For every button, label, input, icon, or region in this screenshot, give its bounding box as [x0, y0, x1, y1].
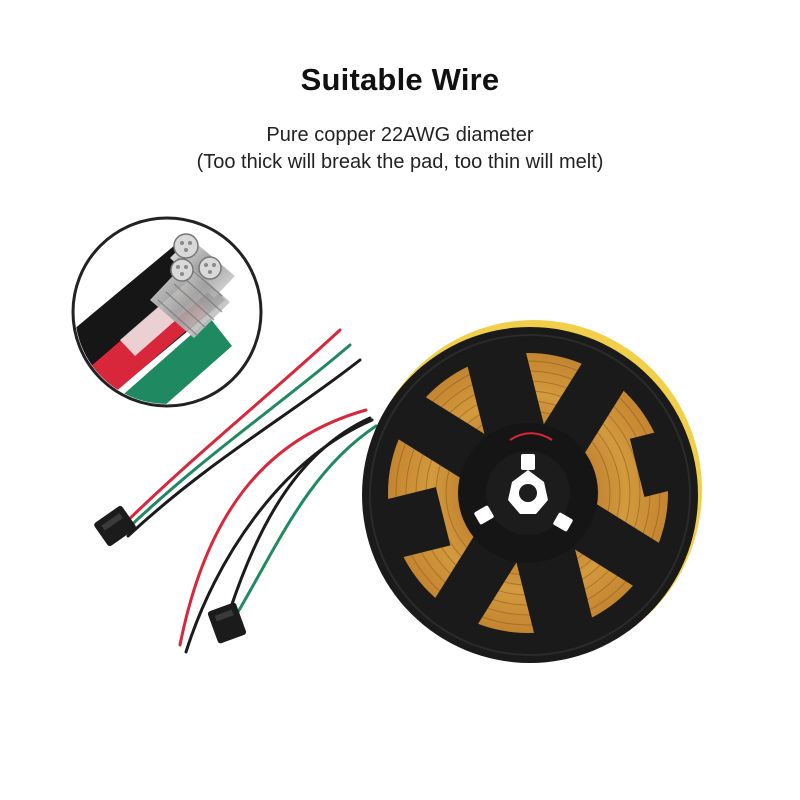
page-title: Suitable Wire [300, 62, 500, 97]
pigtail-cable [118, 328, 378, 654]
male-connector-icon [94, 505, 136, 547]
led-strip-reel [362, 320, 702, 663]
wire-closeup-inset [71, 216, 263, 408]
subtitle: Pure copper 22AWG diameter (Too thick wi… [0, 122, 800, 176]
subtitle-line-1: Pure copper 22AWG diameter [266, 124, 534, 146]
female-connector-icon [207, 602, 247, 644]
subtitle-line-2: (Too thick will break the pad, too thin … [196, 151, 604, 173]
